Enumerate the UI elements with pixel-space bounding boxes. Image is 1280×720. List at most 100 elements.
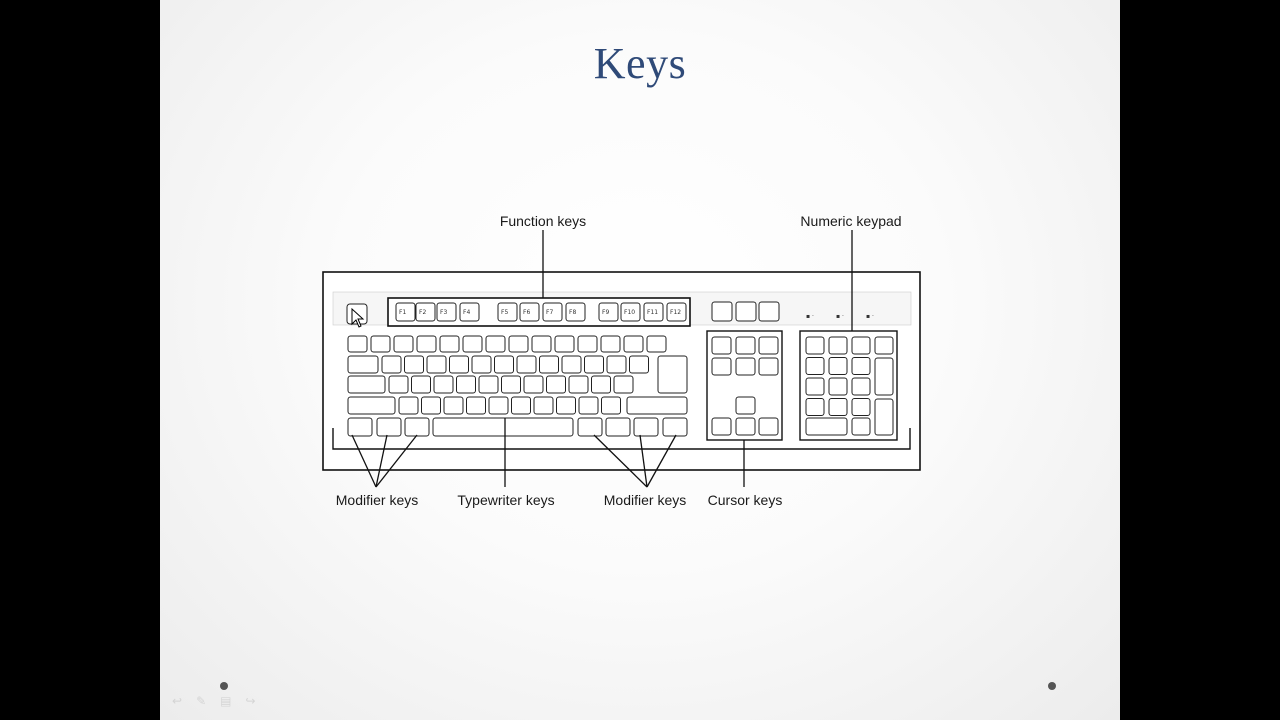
cursor-keys xyxy=(711,336,779,436)
numpad-plus-key xyxy=(874,357,894,396)
letter-key xyxy=(488,396,509,415)
number-row-key xyxy=(623,335,644,353)
letter-key xyxy=(501,375,521,394)
letter-key xyxy=(568,375,589,394)
right-alt-key xyxy=(577,417,603,437)
system-key xyxy=(735,301,757,322)
letter-key xyxy=(629,355,649,374)
number-row-key xyxy=(508,335,529,353)
number-row-key xyxy=(554,335,575,353)
letter-key xyxy=(471,355,492,374)
numpad-key xyxy=(874,336,894,355)
letter-key xyxy=(516,355,537,374)
numeric-keypad-label: Numeric keypad xyxy=(800,213,902,229)
svg-text:▪ ·: ▪ · xyxy=(836,313,844,320)
function-key xyxy=(565,302,586,322)
letter-key xyxy=(404,355,424,374)
numpad-key xyxy=(851,377,871,396)
letter-key xyxy=(606,355,627,374)
numpad-key xyxy=(828,377,848,396)
slide-nav-dot-left[interactable] xyxy=(220,682,228,690)
letter-key xyxy=(546,375,566,394)
numpad-zero-key xyxy=(805,417,848,436)
numpad-key xyxy=(828,398,848,416)
typewriter-key-block xyxy=(347,335,688,437)
function-key xyxy=(598,302,619,322)
numpad-key xyxy=(851,357,871,375)
function-key-label: F1 xyxy=(399,309,406,316)
function-key-label: F12 xyxy=(670,309,681,316)
numeric-keys xyxy=(805,336,894,436)
pen-icon[interactable]: ✎ xyxy=(196,694,207,708)
numpad-key xyxy=(805,398,825,416)
modifier-right-pointer-2 xyxy=(639,434,648,488)
letter-key xyxy=(539,355,559,374)
function-key-label: F11 xyxy=(647,309,658,316)
numpad-decimal-key xyxy=(851,417,871,436)
letter-key xyxy=(494,355,514,374)
slide-nav-dot-right[interactable] xyxy=(1048,682,1056,690)
function-key xyxy=(519,302,540,322)
edit-key xyxy=(735,336,756,355)
arrow-key xyxy=(711,417,732,436)
menu-icon[interactable]: ▤ xyxy=(220,694,232,708)
number-row-key xyxy=(600,335,621,353)
letter-key xyxy=(533,396,554,415)
system-key xyxy=(758,301,780,322)
letter-key xyxy=(578,396,599,415)
function-key-label: F9 xyxy=(602,309,609,316)
number-row-key xyxy=(393,335,414,353)
arrow-key xyxy=(735,417,756,436)
function-key-label: F6 xyxy=(523,309,530,316)
number-row-key xyxy=(462,335,483,353)
arrow-right-icon[interactable]: ↪ xyxy=(245,694,256,708)
letter-key xyxy=(433,375,454,394)
letter-key xyxy=(456,375,476,394)
numpad-key xyxy=(828,336,848,355)
system-key xyxy=(711,301,733,322)
modifier-right-pointer-1 xyxy=(593,434,648,488)
letter-key xyxy=(478,375,499,394)
modifier-right-pointer-3 xyxy=(646,434,677,488)
numpad-key xyxy=(828,357,848,375)
numpad-key xyxy=(805,336,825,355)
number-row-key xyxy=(531,335,552,353)
function-key-label: F4 xyxy=(463,309,470,316)
svg-text:▪ ·: ▪ · xyxy=(866,313,874,320)
svg-text:▪ ·: ▪ · xyxy=(806,313,814,320)
slide-title: Keys xyxy=(593,39,687,88)
function-key-label: F7 xyxy=(546,309,553,316)
cursor-keys-label: Cursor keys xyxy=(707,492,783,508)
function-key-label: F10 xyxy=(624,309,635,316)
letter-key xyxy=(561,355,582,374)
function-key xyxy=(436,302,457,322)
arrow-left-icon[interactable]: ↩ xyxy=(172,694,183,708)
letter-key xyxy=(388,375,409,394)
up-arrow-key xyxy=(735,396,756,415)
tab-key xyxy=(347,355,379,374)
number-row-key xyxy=(577,335,598,353)
space-bar xyxy=(432,417,574,437)
function-key xyxy=(542,302,563,322)
numpad-key xyxy=(805,357,825,375)
letter-key xyxy=(523,375,544,394)
function-key-label: F3 xyxy=(440,309,447,316)
function-keys-label: Function keys xyxy=(499,213,587,229)
numpad-key xyxy=(851,336,871,355)
number-row-key xyxy=(416,335,437,353)
letter-key xyxy=(613,375,634,394)
number-row-key xyxy=(347,335,368,353)
function-key-label: F5 xyxy=(501,309,508,316)
numpad-enter-key xyxy=(874,398,894,436)
typewriter-keys-label: Typewriter keys xyxy=(457,492,555,508)
function-key xyxy=(415,302,436,322)
letter-key xyxy=(466,396,486,415)
edit-key xyxy=(711,357,732,376)
left-alt-key xyxy=(404,417,430,437)
letter-key xyxy=(591,375,611,394)
mouse-pointer-icon xyxy=(351,307,365,328)
number-row-key xyxy=(646,335,667,353)
letter-key xyxy=(511,396,531,415)
